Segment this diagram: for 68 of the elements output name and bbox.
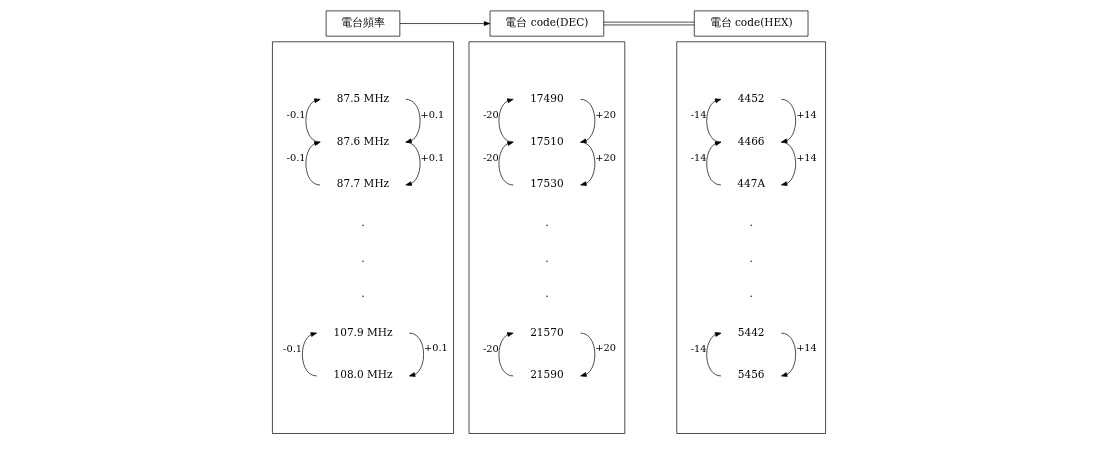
node-text: 87.7 MHz bbox=[336, 177, 389, 190]
node-text: 17530 bbox=[529, 177, 564, 190]
node-box: 電台 code(HEX) bbox=[693, 10, 808, 37]
arrow bbox=[498, 141, 514, 186]
arrow bbox=[705, 332, 721, 377]
arrow bbox=[404, 99, 420, 144]
node-text: 447A bbox=[736, 177, 765, 190]
edge-label: +0.1 bbox=[419, 108, 444, 120]
node-text: 21590 bbox=[529, 368, 564, 381]
label: . bbox=[749, 286, 753, 299]
node-text: 107.9 MHz bbox=[333, 325, 392, 338]
label: . bbox=[749, 251, 753, 264]
node-text: 17510 bbox=[529, 134, 564, 147]
edge-label: +0.1 bbox=[423, 342, 448, 354]
edge-label: +14 bbox=[795, 108, 817, 120]
arrow bbox=[579, 99, 595, 144]
node-box: 電台頻率 bbox=[325, 10, 400, 37]
edge-label: +14 bbox=[795, 342, 817, 354]
arrow bbox=[705, 141, 721, 186]
label: . bbox=[544, 216, 549, 229]
node-text: 5456 bbox=[737, 368, 765, 381]
arrow bbox=[408, 332, 424, 377]
edge-label: -20 bbox=[482, 109, 499, 121]
node-text: 4452 bbox=[737, 91, 765, 104]
edge-label: +20 bbox=[594, 342, 616, 354]
cluster bbox=[468, 41, 625, 434]
arrow bbox=[579, 141, 595, 186]
node-text: 17490 bbox=[529, 91, 564, 104]
label: . bbox=[360, 216, 365, 229]
arrow bbox=[780, 99, 796, 144]
arrow bbox=[399, 21, 490, 26]
edge-label: -14 bbox=[690, 343, 707, 355]
node-text: 108.0 MHz bbox=[333, 368, 392, 381]
edge-label: +14 bbox=[795, 151, 817, 163]
edge-label: +20 bbox=[594, 108, 616, 120]
arrow bbox=[301, 332, 317, 377]
edge-label: -0.1 bbox=[282, 343, 302, 355]
label: . bbox=[544, 251, 549, 264]
node-text: 21570 bbox=[529, 325, 564, 338]
edge-label: -20 bbox=[482, 152, 499, 164]
edge-label: -14 bbox=[690, 152, 707, 164]
arrow bbox=[498, 332, 514, 377]
arrow bbox=[579, 332, 595, 377]
node-text: 87.6 MHz bbox=[336, 134, 389, 147]
edge-label: +20 bbox=[594, 151, 616, 163]
arrow bbox=[305, 141, 320, 186]
label: . bbox=[544, 286, 549, 299]
connector bbox=[603, 21, 695, 26]
arrow bbox=[305, 98, 320, 143]
label: . bbox=[360, 286, 365, 299]
edge-label: -0.1 bbox=[286, 152, 306, 164]
edge-label: +0.1 bbox=[419, 151, 444, 163]
node-text: 5442 bbox=[737, 325, 765, 338]
node-text: 4466 bbox=[737, 134, 765, 147]
edge-label: -14 bbox=[690, 109, 707, 121]
edge-label: -20 bbox=[482, 343, 499, 355]
label: . bbox=[360, 251, 365, 264]
label: . bbox=[749, 216, 753, 229]
cluster bbox=[271, 41, 454, 434]
arrow bbox=[705, 98, 721, 143]
arrow bbox=[780, 141, 796, 186]
cluster bbox=[675, 41, 826, 434]
arrow bbox=[498, 98, 514, 143]
edge-label: -0.1 bbox=[286, 109, 306, 121]
node-text: 87.5 MHz bbox=[336, 91, 389, 104]
arrow bbox=[404, 141, 420, 186]
node-box: 電台 code(DEC) bbox=[489, 10, 604, 37]
arrow bbox=[780, 332, 796, 377]
